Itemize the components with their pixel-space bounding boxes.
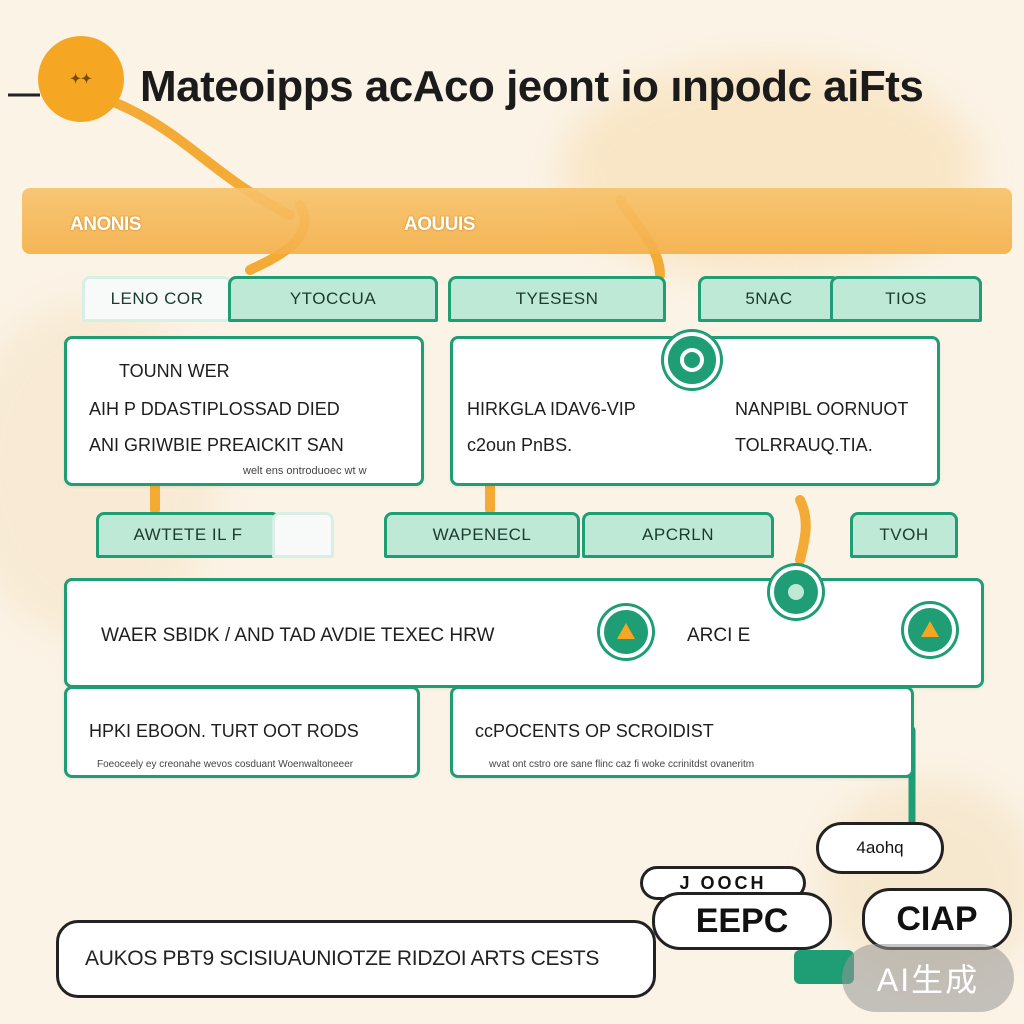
arrow-node-icon [600, 606, 652, 658]
left-bubble: EEPC [652, 892, 832, 950]
card-text: HIRKGLA IDAV6-VIP [467, 399, 636, 419]
info-card: ccPOCENTS OP SCROIDIST wvat ont cstro or… [450, 686, 914, 778]
category-band [22, 188, 1012, 254]
card-text: WAER SBIDK / AND TAD AVDIE TEXEC HRW [101, 625, 495, 646]
tab-tios[interactable]: TIOS [830, 276, 982, 322]
tab-ytoccua[interactable]: YTOCCUA [228, 276, 438, 322]
small-bubble: 4aohq [816, 822, 944, 874]
info-card: HPKI EBOON. TURT OOT RODS Foeoceely ey c… [64, 686, 420, 778]
tab-5nac[interactable]: 5NAC [698, 276, 840, 322]
tab-apcrln[interactable]: APCRLN [582, 512, 774, 558]
ai-watermark-badge: AI生成 [842, 944, 1014, 1012]
right-bubble: CIAP [862, 888, 1012, 950]
tab-tvoh[interactable]: TVOH [850, 512, 958, 558]
card-text: ARCI E [687, 625, 751, 646]
tab-tyesesn[interactable]: TYESESN [448, 276, 666, 322]
logo-mark-icon: ✦✦ [70, 71, 92, 86]
card-heading: TOUNN WER [119, 361, 230, 381]
card-text: ccPOCENTS OP SCROIDIST [475, 721, 714, 741]
card-text: AIH P DDASTIPLOSSAD DIED [89, 399, 340, 419]
orange-connector [795, 495, 811, 565]
band-label-left: ANONIS [70, 214, 141, 235]
card-text: ANI GRIWBIE PREAICKIT SAN [89, 435, 344, 455]
link-node-icon [770, 566, 822, 618]
logo-badge: ✦✦ [38, 36, 124, 122]
tab-wapenecl[interactable]: WAPENECL [384, 512, 580, 558]
card-text: NANPIBL OORNUOT [735, 399, 909, 419]
info-card: TOUNN WER AIH P DDASTIPLOSSAD DIED ANI G… [64, 336, 424, 486]
node-link-icon [664, 332, 720, 388]
band-label-right: AOUUIS [404, 214, 475, 235]
wide-info-card: WAER SBIDK / AND TAD AVDIE TEXEC HRW ARC… [64, 578, 984, 688]
tab-awtete[interactable]: AWTETE IL F [96, 512, 280, 558]
card-text: HPKI EBOON. TURT OOT RODS [89, 721, 359, 741]
card-caption: wvat ont cstro ore sane flinc caz fi wok… [489, 759, 755, 770]
footer-caption: AUKOS PBT9 SCISIUAUNIOTZE RIDZOI ARTS CE… [56, 920, 656, 998]
card-text: c2oun PnBS. [467, 435, 573, 455]
card-caption: welt ens ontroduoec wt w [243, 465, 367, 477]
tab-leno-cor[interactable]: LENO COR [82, 276, 232, 322]
card-caption: Foeoceely ey creonahe wevos cosduant Woe… [97, 759, 354, 770]
card-text: TOLRRAUQ.TIA. [735, 435, 873, 455]
tab-spacer[interactable] [272, 512, 334, 558]
page-title: Mateoipps acAco jeont io ınpodc aiFts [140, 62, 924, 111]
arrow-node-icon [904, 604, 956, 656]
